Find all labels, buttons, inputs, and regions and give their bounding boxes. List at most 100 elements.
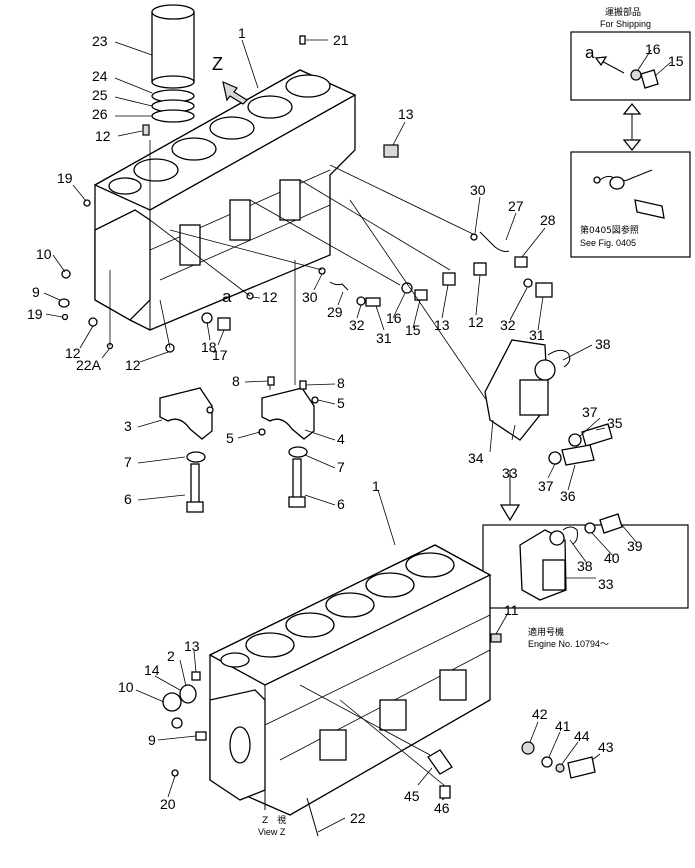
callout-1: 1 xyxy=(238,25,246,41)
callout-8b: 8 xyxy=(337,375,345,391)
callout-28: 28 xyxy=(540,212,556,228)
view-z-en: View Z xyxy=(258,827,286,837)
callout-31b: 31 xyxy=(529,327,545,343)
shipping-box: 運搬部品 For Shipping xyxy=(570,6,691,101)
callout-44: 44 xyxy=(574,728,590,744)
housing-34 xyxy=(484,339,571,441)
lower-cylinder-block xyxy=(208,544,492,816)
callout-41: 41 xyxy=(555,718,571,734)
callout-33b: 33 xyxy=(598,576,614,592)
callout-36: 36 xyxy=(560,488,576,504)
callout-39: 39 xyxy=(627,538,643,554)
callout-18: 18 xyxy=(201,339,217,355)
callout-30b: 30 xyxy=(470,182,486,198)
callout-4: 4 xyxy=(337,431,345,447)
bolts-35-36 xyxy=(548,423,613,466)
callout-30: 30 xyxy=(302,289,318,305)
view-z-jp: Z 視 xyxy=(262,814,286,826)
callout-33: 33 xyxy=(502,465,518,481)
upper-cylinder-block xyxy=(93,69,357,331)
leader-lines-upper xyxy=(43,39,546,363)
callout-37b: 37 xyxy=(538,478,554,494)
callout-35: 35 xyxy=(607,415,623,431)
callout-19: 19 xyxy=(57,170,73,186)
shipping-title-en: For Shipping xyxy=(600,19,651,29)
callout-43: 43 xyxy=(598,739,614,755)
callout-38: 38 xyxy=(595,336,611,352)
callout-37: 37 xyxy=(582,404,598,420)
see-fig-jp: 第0405図参照 xyxy=(580,224,639,236)
callout-12: 12 xyxy=(95,128,111,144)
callout-16: 16 xyxy=(386,310,402,326)
callout-15: 15 xyxy=(405,322,421,338)
callout-22: 22 xyxy=(350,810,366,826)
z-direction-arrow xyxy=(222,80,248,105)
callout-labels: 1 21 23 Z 24 25 26 12 13 19 10 9 19 12 2… xyxy=(27,25,684,826)
callout-23: 23 xyxy=(92,33,108,49)
callout-46: 46 xyxy=(434,800,450,816)
callout-6b: 6 xyxy=(337,496,345,512)
callout-10: 10 xyxy=(36,246,52,262)
callout-z: Z xyxy=(212,54,223,74)
callout-31: 31 xyxy=(376,330,392,346)
callout-6: 6 xyxy=(124,491,132,507)
see-fig-en: See Fig. 0405 xyxy=(580,238,636,248)
callout-12d: 12 xyxy=(262,289,278,305)
callout-a2: a xyxy=(585,43,595,62)
callout-13b: 13 xyxy=(434,317,450,333)
cylinder-liner xyxy=(151,4,195,89)
bearing-cap-right xyxy=(258,376,319,440)
arrow-down xyxy=(499,470,521,522)
callout-40: 40 xyxy=(604,550,620,566)
callout-17: 17 xyxy=(212,347,228,363)
callout-15b: 15 xyxy=(668,53,684,69)
callout-12b: 12 xyxy=(65,345,81,361)
callout-9b: 9 xyxy=(148,732,156,748)
shipping-title-jp: 運搬部品 xyxy=(605,6,641,18)
callout-22a: 22A xyxy=(76,357,102,373)
callout-16b: 16 xyxy=(645,41,661,57)
engine-box: 適用号機 Engine No. 10794～ xyxy=(482,513,689,649)
callout-13c: 13 xyxy=(184,638,200,654)
callout-19b: 19 xyxy=(27,306,43,322)
callout-7: 7 xyxy=(124,454,132,470)
guide-lines xyxy=(109,140,501,421)
callout-38b: 38 xyxy=(577,558,593,574)
callout-a: a xyxy=(222,287,232,306)
callout-32: 32 xyxy=(349,317,365,333)
callout-3: 3 xyxy=(124,418,132,434)
callout-5: 5 xyxy=(337,395,345,411)
callout-7b: 7 xyxy=(337,459,345,475)
callout-45: 45 xyxy=(404,788,420,804)
callout-5b: 5 xyxy=(226,430,234,446)
bearing-cap-left xyxy=(159,387,214,440)
engine-box-label-jp: 適用号機 xyxy=(528,626,564,638)
callout-9: 9 xyxy=(32,284,40,300)
callout-42: 42 xyxy=(532,706,548,722)
callout-14: 14 xyxy=(144,662,160,678)
callout-26: 26 xyxy=(92,106,108,122)
small-parts xyxy=(58,35,553,353)
callout-12e: 12 xyxy=(468,314,484,330)
engine-box-label-en: Engine No. 10794～ xyxy=(528,639,609,649)
callout-11: 11 xyxy=(504,602,519,618)
callout-24: 24 xyxy=(92,68,108,84)
callout-2: 2 xyxy=(167,648,175,664)
callout-12c: 12 xyxy=(125,357,141,373)
lower-small-parts xyxy=(162,633,596,837)
callout-25: 25 xyxy=(92,87,108,103)
callout-1b: 1 xyxy=(372,478,380,494)
callout-34: 34 xyxy=(468,450,484,466)
callout-27: 27 xyxy=(508,198,524,214)
callout-21: 21 xyxy=(333,32,349,48)
o-rings xyxy=(151,89,195,123)
leader-lines-lower xyxy=(135,489,601,833)
callout-8: 8 xyxy=(232,373,240,389)
callout-29: 29 xyxy=(327,304,343,320)
leader-lines-housing xyxy=(489,344,606,491)
main-bolts xyxy=(186,446,308,513)
leader-lines-caps xyxy=(137,380,336,506)
callout-13: 13 xyxy=(398,106,414,122)
callout-32b: 32 xyxy=(500,317,516,333)
